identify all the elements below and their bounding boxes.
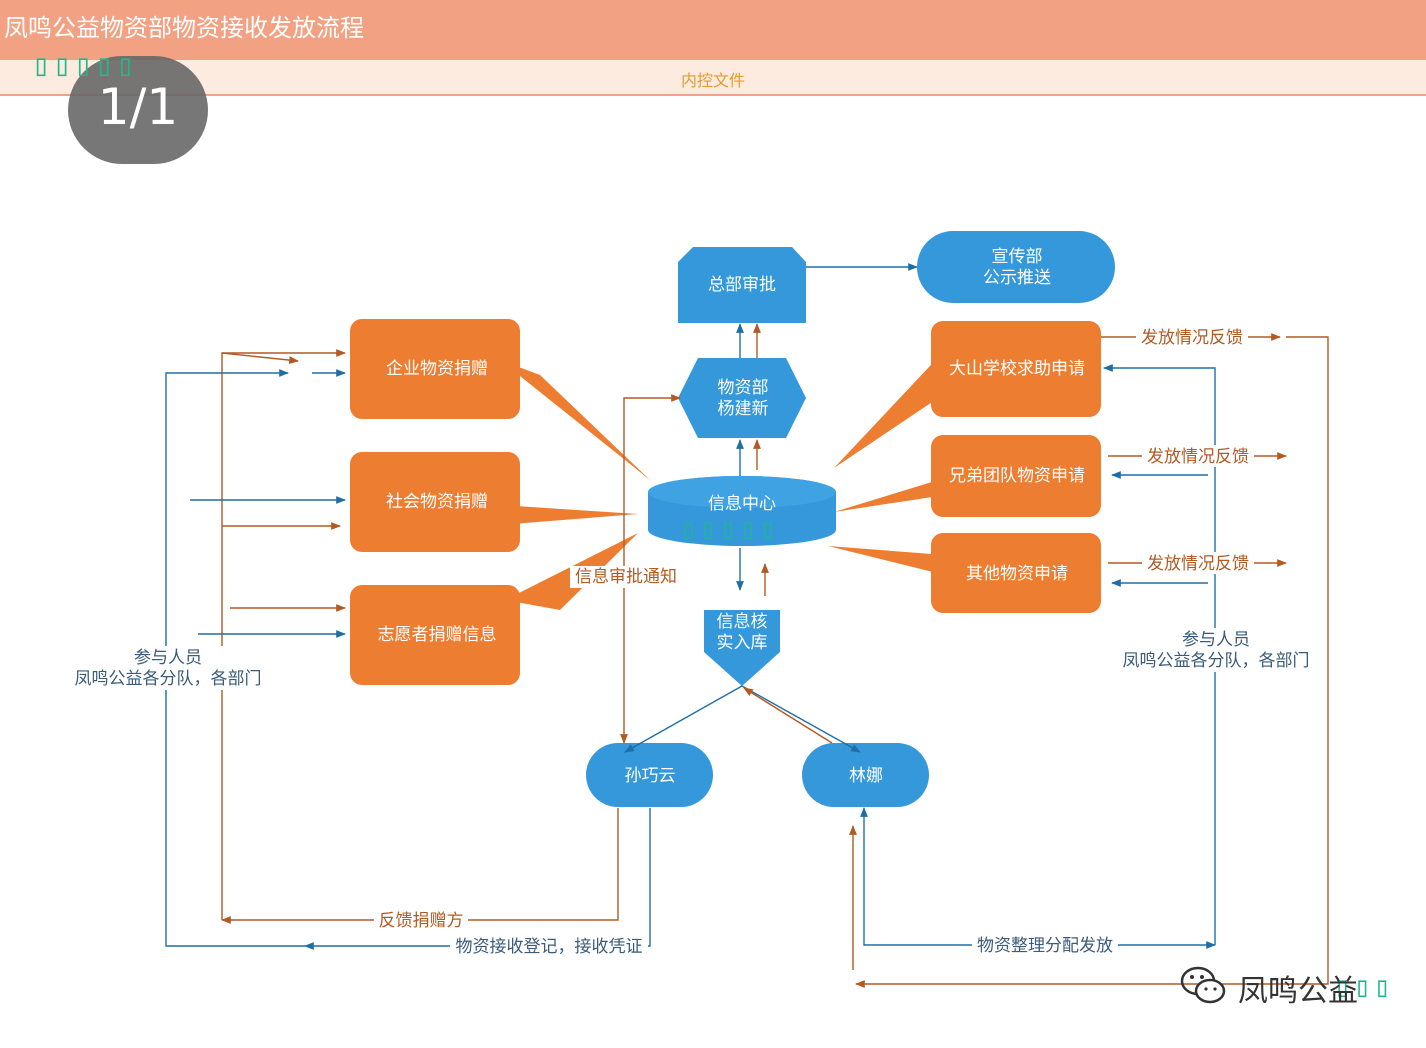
- materials-dept-node[interactable]: 物资部 杨建新: [678, 358, 806, 438]
- participant-annotations: 参与人员 凤鸣公益各分队，各部门 参与人员 凤鸣公益各分队，各部门: [66, 628, 1320, 690]
- sun-qiaoyun-node[interactable]: 孙巧云: [586, 743, 713, 807]
- lin-na-label: 林娜: [849, 766, 883, 786]
- feedback-label-2: 发放情况反馈: [1147, 447, 1249, 467]
- right-participants-line2: 凤鸣公益各分队，各部门: [1123, 651, 1310, 671]
- materials-dept-label-line2: 杨建新: [718, 399, 769, 419]
- social-donation-label: 社会物资捐赠: [386, 492, 488, 512]
- enterprise-donation-node[interactable]: 企业物资捐赠: [350, 319, 520, 419]
- feedback-label-3: 发放情况反馈: [1147, 554, 1249, 574]
- brothers-team-request-label: 兄弟团队物资申请: [949, 466, 1085, 486]
- hq-approval-node[interactable]: 总部审批: [678, 247, 806, 323]
- left-participants-line2: 凤鸣公益各分队，各部门: [75, 669, 262, 689]
- volunteer-donation-label: 志愿者捐赠信息: [378, 625, 497, 645]
- wechat-icon: [1180, 966, 1226, 1004]
- publicity-node[interactable]: 宣传部 公示推送: [917, 231, 1115, 303]
- page-counter-badge: 1/1: [68, 56, 208, 164]
- other-request-node[interactable]: 其他物资申请: [931, 533, 1101, 613]
- subtitle-bar: 内控文件: [0, 60, 1426, 96]
- social-donation-node[interactable]: 社会物资捐赠: [350, 452, 520, 552]
- publicity-label-line1: 宣传部: [992, 247, 1043, 267]
- info-verify-label-line2: 实入库: [717, 633, 768, 653]
- edge-labels: 发放情况反馈 发放情况反馈 发放情况反馈 信息审批通知 反馈捐赠方 物资接收登记…: [374, 326, 1254, 957]
- left-participants-line1: 参与人员: [134, 648, 202, 668]
- missing-glyph-boxes: ▯▯▯: [1334, 970, 1394, 1003]
- missing-glyph-boxes: ▯▯▯▯▯: [680, 512, 780, 545]
- other-request-label: 其他物资申请: [966, 564, 1068, 584]
- materials-dept-label-line1: 物资部: [718, 378, 769, 398]
- header-bar: 凤鸣公益物资部物资接收发放流程: [0, 0, 1426, 60]
- feedback-donor-label: 反馈捐赠方: [379, 911, 464, 931]
- volunteer-donation-node[interactable]: 志愿者捐赠信息: [350, 585, 520, 685]
- sort-distribute-label: 物资整理分配发放: [977, 936, 1113, 956]
- sun-qiaoyun-label: 孙巧云: [625, 766, 676, 786]
- enterprise-donation-label: 企业物资捐赠: [386, 359, 488, 379]
- info-verify-node[interactable]: 信息核 实入库: [704, 610, 780, 686]
- page-title: 凤鸣公益物资部物资接收发放流程: [4, 14, 364, 42]
- connectors: [165, 263, 1329, 988]
- watermark-text: 凤鸣公益: [1238, 974, 1358, 1009]
- right-participants-line1: 参与人员: [1182, 630, 1250, 650]
- mountain-school-request-label: 大山学校求助申请: [949, 359, 1085, 379]
- feedback-label-1: 发放情况反馈: [1141, 328, 1243, 348]
- publicity-label-line2: 公示推送: [983, 268, 1051, 288]
- mountain-school-request-node[interactable]: 大山学校求助申请: [931, 321, 1101, 417]
- info-center-label: 信息中心: [708, 494, 776, 514]
- document-classification: 内控文件: [680, 71, 745, 90]
- info-verify-label-line1: 信息核: [717, 612, 768, 632]
- watermark: 凤鸣公益: [1176, 962, 1358, 1009]
- page-counter-text: 1/1: [97, 78, 179, 136]
- missing-glyph-boxes: ▯▯▯▯▯: [32, 48, 138, 83]
- receipt-register-label: 物资接收登记，接收凭证: [456, 937, 643, 957]
- hq-approval-label: 总部审批: [708, 275, 776, 295]
- brothers-team-request-node[interactable]: 兄弟团队物资申请: [931, 435, 1101, 517]
- lin-na-node[interactable]: 林娜: [802, 743, 929, 807]
- approval-notice-label: 信息审批通知: [575, 567, 677, 587]
- info-center-node[interactable]: 信息中心: [648, 476, 836, 546]
